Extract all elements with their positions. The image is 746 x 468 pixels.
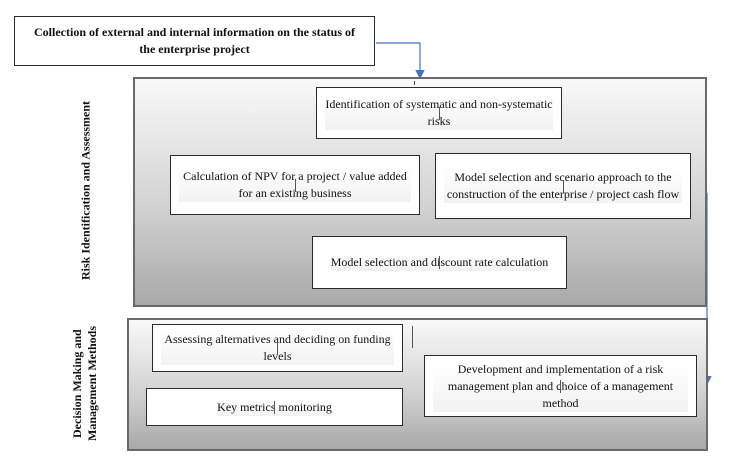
funding-text: Assessing alternatives and deciding on f… bbox=[161, 331, 394, 365]
metrics-box: Key metrics monitoring bbox=[146, 388, 403, 426]
identification-box: Identification of systematic and non-sys… bbox=[316, 87, 562, 139]
risk-section-label: Risk Identification and Assessment bbox=[78, 100, 93, 280]
scenario-text: Model selection and scenario approach to… bbox=[444, 169, 682, 203]
decision-section-label: Decision Making and Management Methods bbox=[70, 326, 99, 442]
top-info-text: Collection of external and internal info… bbox=[34, 25, 355, 56]
discount-box: Model selection and discount rate calcul… bbox=[312, 236, 567, 289]
identification-text: Identification of systematic and non-sys… bbox=[325, 96, 553, 130]
panel-tick bbox=[414, 81, 415, 85]
discount-text: Model selection and discount rate calcul… bbox=[330, 254, 549, 271]
scenario-box: Model selection and scenario approach to… bbox=[435, 153, 691, 219]
arrow-to-risk-panel bbox=[376, 42, 425, 80]
funding-box: Assessing alternatives and deciding on f… bbox=[152, 324, 403, 372]
plan-box: Development and implementation of a risk… bbox=[424, 355, 697, 417]
metrics-text: Key metrics monitoring bbox=[217, 398, 332, 416]
decision-tick bbox=[412, 326, 413, 348]
npv-text: Calculation of NPV for a project / value… bbox=[179, 168, 411, 202]
plan-text: Development and implementation of a risk… bbox=[433, 360, 688, 412]
top-info-box: Collection of external and internal info… bbox=[14, 16, 375, 66]
npv-box: Calculation of NPV for a project / value… bbox=[170, 155, 420, 215]
